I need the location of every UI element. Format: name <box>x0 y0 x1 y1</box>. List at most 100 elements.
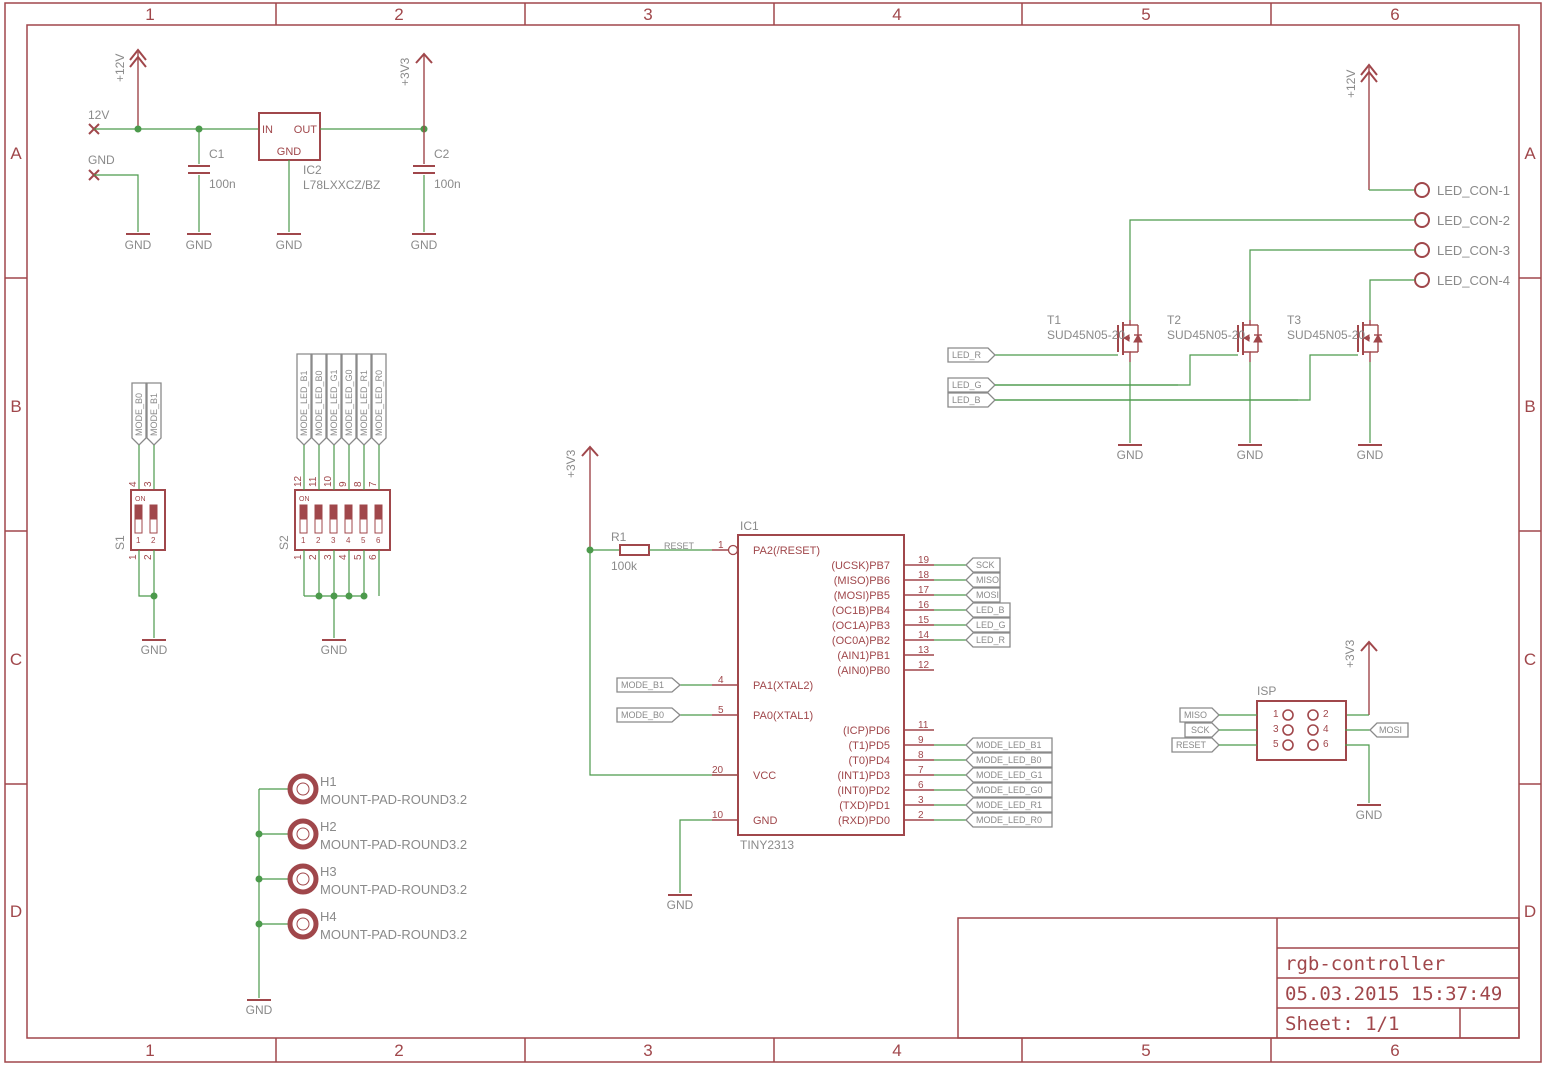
s2-pos: 2 <box>316 536 321 545</box>
c1-ref: C1 <box>209 147 225 161</box>
led-connector-label: LED_CON-3 <box>1437 243 1510 258</box>
supply-arrow-icon <box>581 445 599 457</box>
net-tag-mosi <box>965 587 1001 603</box>
gnd-label: GND <box>321 643 348 657</box>
net-tag-mode-b1 <box>616 677 681 693</box>
regulator-ref: IC2 <box>303 163 322 177</box>
s1-pos-1: 1 <box>136 536 141 545</box>
mcu-pin-num: 6 <box>918 780 924 791</box>
r1-value: 100k <box>611 559 638 573</box>
mcu-pin-name: (RXD)PD0 <box>838 815 890 827</box>
regulator-pin-gnd: GND <box>277 146 302 158</box>
gnd-label: GND <box>1356 808 1383 822</box>
grid-col-4: 4 <box>892 5 901 24</box>
isp-pin-num: 5 <box>1273 739 1279 750</box>
net-tag-label: MOSI <box>976 590 999 600</box>
transistor-value: SUD45N05-20 <box>1287 328 1365 342</box>
net-tag-sck <box>1184 722 1220 738</box>
mount-pad-icon <box>287 863 319 895</box>
isp-pin-icon <box>1282 724 1294 736</box>
net-tag-mode-led-r1 <box>965 797 1053 813</box>
isp-pin-icon <box>1282 739 1294 751</box>
mcu-pin-name: (T0)PD4 <box>848 755 890 767</box>
mount-pad-icon <box>287 908 319 940</box>
s2-bottom-pin: 1 <box>293 554 304 560</box>
mcu-ic1: +3V3 R1 100k RESET IC1 TINY2313 1 PA2(/R… <box>564 445 1053 912</box>
net-tag-label: RESET <box>1176 740 1207 750</box>
net-tag-label: MODE_LED_R1 <box>976 800 1042 810</box>
gnd-label: GND <box>186 238 213 252</box>
s1-ref: S1 <box>113 535 127 550</box>
net-tag-label: MODE_LED_B0 <box>314 370 324 436</box>
gnd-label: GND <box>141 643 168 657</box>
mcu-pin-num: 19 <box>918 555 930 566</box>
mcu-pin-name: (UCSK)PB7 <box>831 560 890 572</box>
active-low-bubble-icon <box>727 544 739 556</box>
net-tag-label: MODE_LED_B0 <box>976 755 1042 765</box>
mount-ref: H4 <box>320 909 337 924</box>
mcu-pin-name: PA0(XTAL1) <box>753 710 813 722</box>
mcu-pin-name: (T1)PD5 <box>848 740 890 752</box>
net-tag-label: MODE_B0 <box>134 393 144 436</box>
net-tag-label: MODE_LED_G1 <box>329 369 339 436</box>
gnd-label: GND <box>411 238 438 252</box>
s2-top-pin: 12 <box>293 475 304 487</box>
mcu-pin-num: 1 <box>718 540 724 551</box>
transistor-value: SUD45N05-20 <box>1047 328 1125 342</box>
mcu-pin-name: VCC <box>753 770 776 782</box>
net-tag-label: LED_R <box>952 350 982 360</box>
title-block-sheet: Sheet: 1/1 <box>1285 1013 1399 1035</box>
mount-ref: H1 <box>320 774 337 789</box>
gnd-label: GND <box>1117 448 1144 462</box>
mcu-pin-num: 12 <box>918 660 930 671</box>
mcu-pin-name: (OC1A)PB3 <box>832 620 890 632</box>
mcu-pin-name: PA1(XTAL2) <box>753 680 813 692</box>
led-connector-label: LED_CON-4 <box>1437 273 1510 288</box>
transistor-ref: T1 <box>1047 313 1061 327</box>
net-tag-mosi <box>1369 722 1409 738</box>
mount-value: MOUNT-PAD-ROUND3.2 <box>320 792 467 807</box>
mcu-pin-num: 9 <box>918 735 924 746</box>
c2-value: 100n <box>434 177 461 191</box>
mcu-pin-name: (TXD)PD1 <box>839 800 890 812</box>
isp-pin-icon <box>1282 709 1294 721</box>
grid-row-b: B <box>10 397 21 416</box>
regulator-pin-out: OUT <box>294 124 318 136</box>
mcu-pin-num: 11 <box>918 720 929 731</box>
isp-pin-icon <box>1307 739 1319 751</box>
led-connector-label: LED_CON-2 <box>1437 213 1510 228</box>
mcu-pin-name: (ICP)PD6 <box>843 725 890 737</box>
net-tag-reset <box>1171 737 1220 753</box>
net-tag-label: MODE_LED_R1 <box>359 370 369 436</box>
led-connector-pad-icon <box>1414 272 1430 288</box>
isp-pin-num: 2 <box>1323 709 1329 720</box>
net-tag-label: MODE_LED_B1 <box>976 740 1042 750</box>
grid-col-3: 3 <box>643 5 652 24</box>
mcu-pin-name: (INT0)PD2 <box>837 785 890 797</box>
s1-pin-4: 4 <box>128 481 139 487</box>
led-connector-pad-icon <box>1414 242 1430 258</box>
s2-pos: 4 <box>346 536 351 545</box>
grid-row-a: A <box>10 144 22 163</box>
isp-ref: ISP <box>1257 684 1276 698</box>
net-tag-mode-b0 <box>616 707 681 723</box>
grid-row-c-right: C <box>1524 650 1536 669</box>
mcu-pin-num: 16 <box>918 600 930 611</box>
isp-pin-icon <box>1307 709 1319 721</box>
s2-top-pin: 10 <box>323 475 334 487</box>
s1-pin-1: 1 <box>128 554 139 560</box>
s2-top-pin: 8 <box>353 481 364 487</box>
gnd-label: GND <box>1357 448 1384 462</box>
mcu-pin-name: GND <box>753 815 778 827</box>
power-label-3v3: +3V3 <box>564 449 578 478</box>
power-label-3v3: +3V3 <box>1343 639 1357 668</box>
s2-bottom-pin: 4 <box>338 554 349 560</box>
net-tag-label: LED_G <box>952 380 982 390</box>
net-tag-mode-b0 <box>131 382 147 446</box>
isp-pin-num: 3 <box>1273 724 1279 735</box>
s2-on-label: ON <box>299 496 310 503</box>
mcu-pin-name: (AIN1)PB1 <box>837 650 890 662</box>
